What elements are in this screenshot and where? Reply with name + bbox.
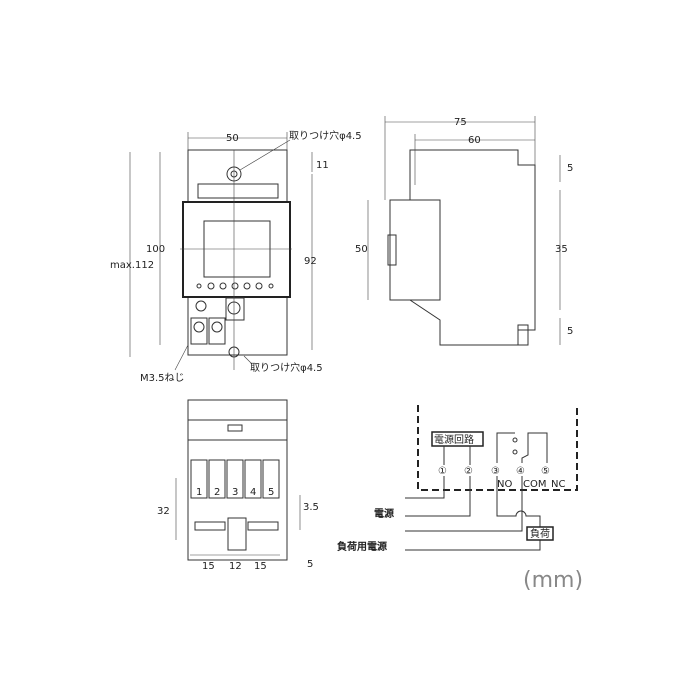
bottom-view: 1 2 3 4 5 32 3.5 15 12 15 5	[157, 399, 319, 572]
power-label: 電源	[374, 507, 394, 520]
svg-text:COM: COM	[523, 479, 546, 490]
terminal-2: ②	[464, 466, 473, 477]
total-depth-dim: 75	[454, 117, 467, 128]
terminal-1: ①	[438, 466, 447, 477]
svg-text:NO: NO	[497, 479, 512, 490]
hole-offset-dim: 11	[316, 160, 329, 171]
front-buttons	[196, 282, 274, 290]
hole-pitch-dim: 92	[304, 256, 317, 267]
pitch-right-dim: 15	[254, 561, 267, 572]
load-box	[526, 526, 554, 541]
bottom-body-outline	[187, 399, 288, 561]
pitch-center-dim: 12	[229, 561, 242, 572]
rail-width-dim: 35	[555, 244, 568, 255]
svg-text:1: 1	[196, 487, 202, 498]
body-depth-dim: 60	[468, 135, 481, 146]
display-frame	[182, 201, 291, 298]
terminal-height-dim: 32	[157, 506, 170, 517]
svg-text:5: 5	[268, 487, 274, 498]
svg-text:電源回路: 電源回路	[434, 433, 474, 446]
offset-dim: 3.5	[303, 502, 319, 513]
width-dim: 50	[226, 133, 239, 144]
max-height-dim: max.112	[110, 260, 154, 271]
bottom-dim: 5	[307, 559, 313, 570]
front-height-dim: 50	[355, 244, 368, 255]
side-front-cover	[389, 199, 441, 301]
terminal-5: ⑤	[541, 466, 550, 477]
load-power-label: 負荷用電源	[337, 540, 387, 553]
rail-bottom-dim: 5	[567, 326, 573, 337]
terminal-3: ③	[491, 466, 500, 477]
power-circuit-box	[431, 431, 484, 447]
front-label-area	[197, 183, 279, 199]
rail-top-dim: 5	[567, 163, 573, 174]
svg-text:負荷: 負荷	[530, 528, 550, 540]
svg-text:NC: NC	[551, 479, 565, 490]
wiring-diagram: 電源回路 ① ② ③ ④ ⑤ NO COM NC 負荷 電源 負荷用電源	[337, 405, 578, 553]
height-dim: 100	[146, 244, 165, 255]
side-view: 75 60 50 5 35 5	[355, 116, 573, 346]
pitch-left-dim: 15	[202, 561, 215, 572]
screw-label: M3.5ねじ	[140, 372, 185, 384]
mount-hole-bottom-label: 取りつけ穴φ4.5	[250, 361, 323, 374]
front-view: 50 取りつけ穴φ4.5 11 100 max.112 92 取りつけ穴φ4.5…	[110, 129, 362, 384]
mount-hole-top-label: 取りつけ穴φ4.5	[289, 129, 362, 142]
bottom-terminals: 1 2 3 4 5	[190, 459, 280, 499]
svg-text:2: 2	[214, 487, 220, 498]
terminal-4: ④	[516, 466, 525, 477]
svg-text:3: 3	[232, 487, 238, 498]
svg-text:4: 4	[250, 487, 256, 498]
screw-terminals	[190, 300, 226, 345]
unit-label: (mm)	[523, 568, 583, 593]
